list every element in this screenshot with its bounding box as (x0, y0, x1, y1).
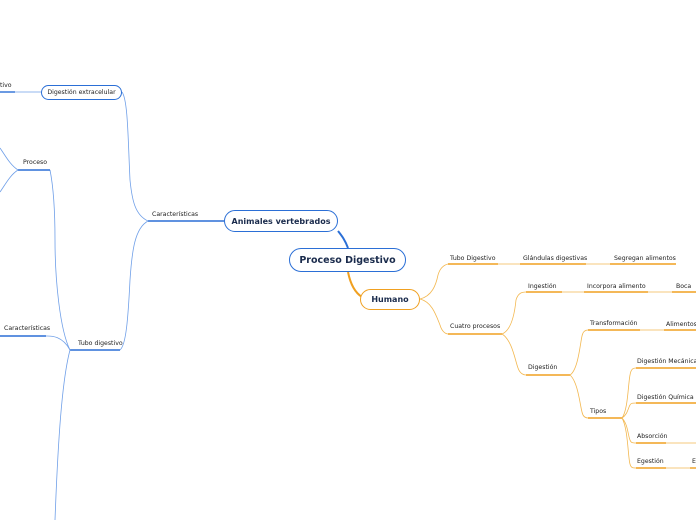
subtopic-tubo-digestivo-humano[interactable]: Tubo Digestivo (450, 255, 496, 262)
topic-animales-vertebrados[interactable]: Animales vertebrados (224, 210, 338, 232)
subtopic-glandulas-digestivas[interactable]: Glándulas digestivas (523, 255, 588, 262)
subtopic-caracteristicas[interactable]: Características (152, 211, 199, 218)
subtopic-digestion-extracelular[interactable]: Digestión extracelular (41, 85, 122, 100)
subtopic-incorpora-alimento[interactable]: Incorpora alimento (587, 283, 646, 290)
central-topic[interactable]: Proceso Digestivo (289, 248, 406, 272)
subtopic-digestion[interactable]: Digestión (528, 364, 558, 371)
subtopic-ingestion[interactable]: Ingestión (528, 283, 557, 290)
subtopic-digestion-mecanica[interactable]: Digestión Mecánica (637, 358, 696, 365)
subtopic-transformacion[interactable]: Transformación (590, 320, 638, 327)
subtopic-cuatro-procesos[interactable]: Cuatro procesos (450, 323, 501, 330)
subtopic-egestion[interactable]: Egestión (637, 458, 664, 465)
subtopic-digestion-quimica[interactable]: Digestión Química (637, 394, 694, 401)
subtopic-tubo-digestivo[interactable]: Tubo digestivo (78, 340, 123, 347)
subtopic-proceso[interactable]: Proceso (23, 159, 48, 166)
subtopic-segregan-alimentos[interactable]: Segregan alimentos (614, 255, 676, 262)
subtopic-truncated-right[interactable]: E (692, 458, 696, 465)
subtopic-caracteristicas-2[interactable]: Características (4, 325, 51, 332)
subtopic-tipos[interactable]: Tipos (590, 408, 607, 415)
subtopic-alimentos[interactable]: Alimentos (666, 321, 696, 328)
subtopic-truncated-left[interactable]: tivo (0, 82, 12, 89)
topic-humano[interactable]: Humano (360, 289, 420, 310)
subtopic-boca[interactable]: Boca (676, 283, 692, 290)
subtopic-absorcion[interactable]: Absorción (637, 433, 668, 440)
